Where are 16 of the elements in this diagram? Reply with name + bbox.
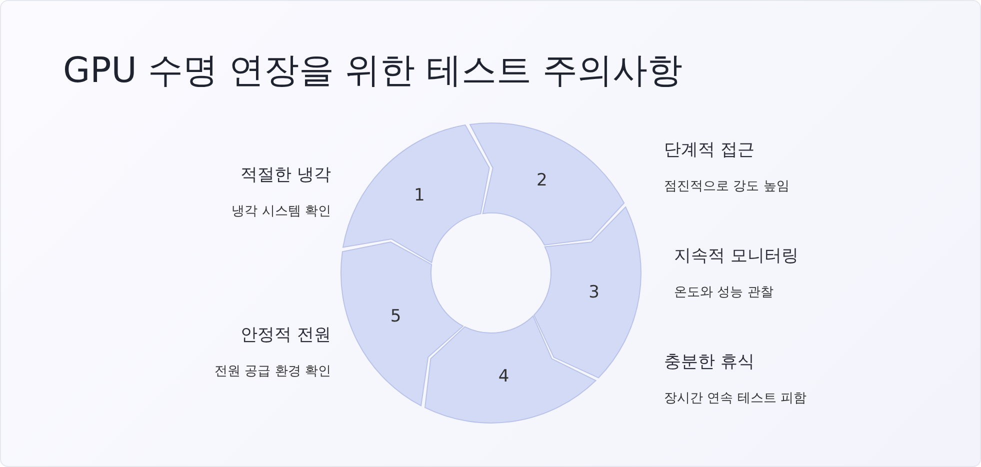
step-description: 냉각 시스템 확인 (232, 205, 331, 218)
step-title: 안정적 전원 (240, 327, 331, 344)
step-number: 1 (414, 188, 425, 205)
step-title: 단계적 접근 (664, 142, 754, 159)
step-description: 점진적으로 강도 높임 (664, 180, 790, 193)
step-description: 전원 공급 환경 확인 (214, 365, 331, 378)
step-number: 2 (536, 172, 548, 190)
step-number: 5 (390, 308, 402, 326)
step-title: 지속적 모니터링 (674, 248, 798, 265)
step-number: 3 (588, 284, 600, 302)
step-description: 온도와 성능 관찰 (674, 286, 774, 299)
title: GPU 수명 연장을 위한 테스트 주의사항 (63, 50, 682, 93)
step-title: 적절한 냉각 (240, 167, 331, 184)
step-title: 충분한 휴식 (664, 354, 754, 371)
step-description: 장시간 연속 테스트 피함 (664, 392, 806, 405)
step-number: 4 (498, 368, 510, 386)
